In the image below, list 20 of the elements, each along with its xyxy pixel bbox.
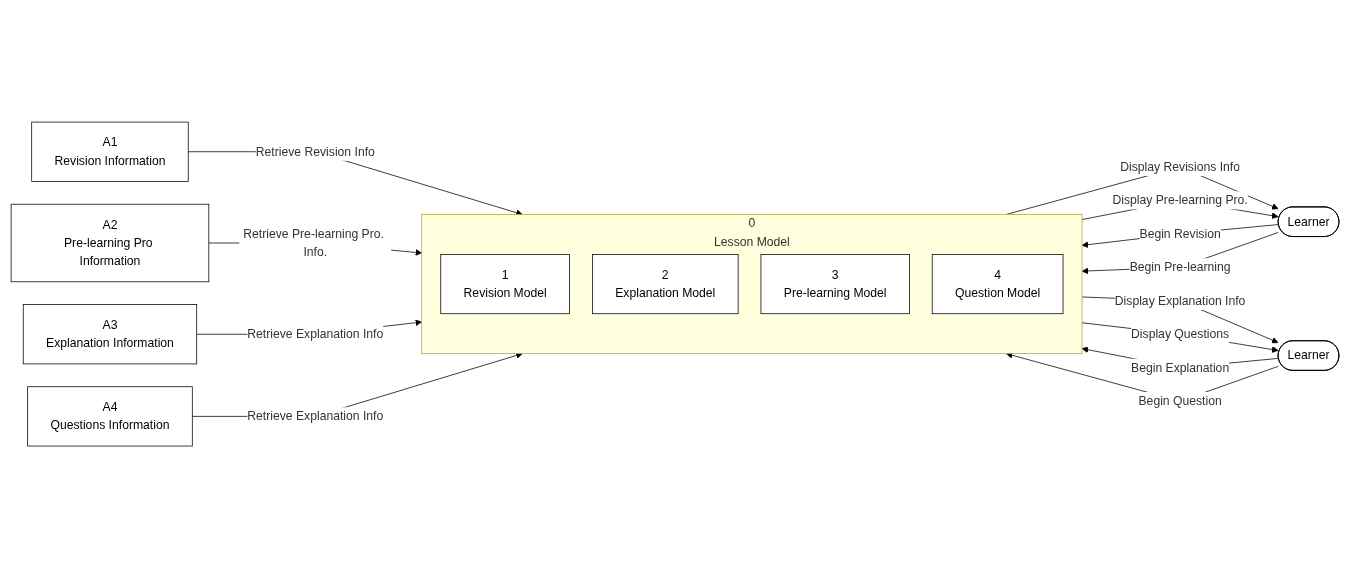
edge-label: Begin Revision: [1139, 226, 1221, 240]
edge-label: Display Explanation Info: [1114, 293, 1246, 307]
edge-label: Display Pre-learning Pro.: [1112, 193, 1248, 207]
edge-label: Begin Explanation: [1131, 360, 1230, 374]
edge-label: Retrieve Revision Info: [255, 144, 375, 158]
edge-label: Display Revisions Info: [1120, 160, 1240, 173]
node-box: 1 Revision Model: [440, 253, 570, 315]
edge-label: Begin Pre-learning: [1129, 260, 1231, 274]
edge-label: Begin Question: [1138, 394, 1222, 408]
node-box: A2 Pre-learning Pro Information: [10, 203, 210, 283]
node-box: 3 Pre-learning Model: [760, 253, 910, 315]
edge-label: Retrieve Explanation Info: [247, 409, 384, 423]
edge-label: Retrieve Pre-learning Pro. Info.: [243, 226, 384, 259]
edge-label: Retrieve Explanation Info: [247, 327, 384, 341]
node-box: A1 Revision Information: [31, 121, 189, 182]
node-box: 2 Explanation Model: [592, 253, 739, 315]
node-box: A3 Explanation Information: [22, 304, 198, 365]
node-box: A4 Questions Information: [27, 386, 193, 447]
node-box: 4 Question Model: [931, 253, 1064, 315]
edge-label: Display Questions: [1131, 327, 1230, 341]
